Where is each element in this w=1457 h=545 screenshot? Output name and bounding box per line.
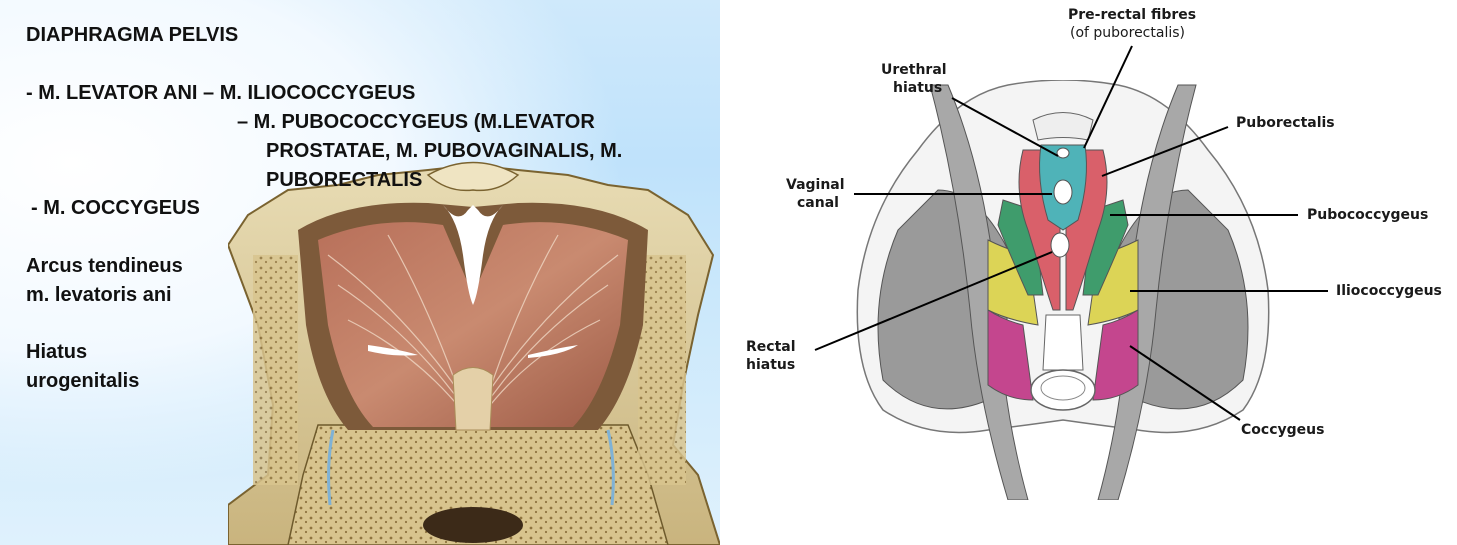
levator-ani-diagram [856, 80, 1270, 500]
label-rectal-hiatus-line-2: hiatus [746, 357, 796, 373]
label-urethral-hiatus-line-2: hiatus [893, 80, 943, 96]
arcus-tendineus-line-2: m. levatoris ani [26, 284, 172, 306]
label-rectal-hiatus-line-1: Rectal [746, 339, 796, 355]
arcus-tendineus-line-1: Arcus tendineus [26, 255, 183, 277]
label-prerectal-sub: (of puborectalis) [1070, 25, 1185, 41]
hiatus-urogenitalis-line-2: urogenitalis [26, 370, 140, 392]
hiatus-urogenitalis-line-1: Hiatus [26, 341, 88, 363]
pubococcygeus-line-3: PUBORECTALIS [266, 169, 423, 191]
levator-ani-line: - M. LEVATOR ANI – M. ILIOCOCCYGEUS [26, 82, 416, 104]
label-vaginal-canal-line-2: canal [797, 195, 839, 211]
pubococcygeus-line-2: PROSTATAE, M. PUBOVAGINALIS, M. [266, 140, 623, 162]
label-urethral-hiatus-line-1: Urethral [881, 62, 947, 78]
pubococcygeus-line-1: – M. PUBOCOCCYGEUS (M.LEVATOR [237, 111, 595, 133]
label-vaginal-canal-line-1: Vaginal [786, 177, 845, 193]
slide-title: DIAPHRAGMA PELVIS [26, 24, 239, 46]
label-iliococcygeus: Iliococcygeus [1336, 283, 1442, 299]
label-puborectalis: Puborectalis [1236, 115, 1335, 131]
coccygeus-line: - M. COCCYGEUS [31, 197, 200, 219]
pelvic-floor-illustration [228, 161, 720, 545]
label-pubococcygeus: Pubococcygeus [1307, 207, 1429, 223]
label-coccygeus: Coccygeus [1241, 422, 1325, 438]
label-prerectal-fibres: Pre-rectal fibres [1068, 7, 1197, 23]
